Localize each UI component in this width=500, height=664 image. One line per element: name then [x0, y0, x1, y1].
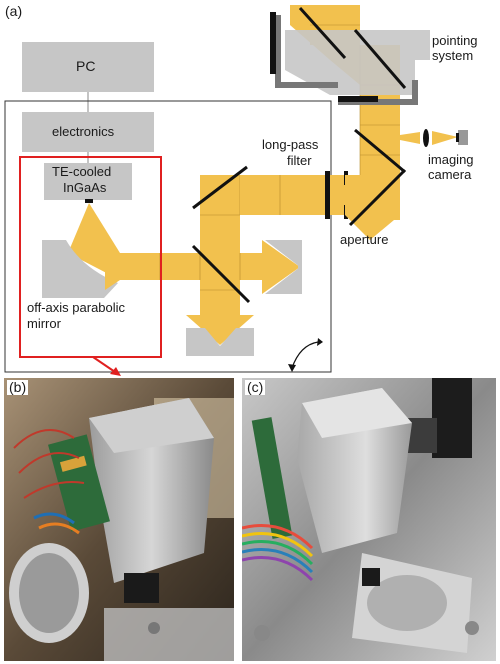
beam-bottom-fold [345, 175, 400, 240]
photo-b [4, 378, 234, 661]
detector-box [44, 163, 132, 200]
camera-label-line1: imaging [428, 152, 474, 167]
photo-b-illustration [4, 378, 234, 661]
filter-label-line1: long-pass [262, 137, 319, 152]
panel-c-label: (c) [245, 379, 266, 395]
aperture-label: aperture [340, 232, 389, 247]
beam-arrow-down [186, 315, 254, 345]
beam-after-filter [330, 175, 345, 215]
beamsplitter-mirror [191, 244, 251, 304]
pointing-label-line2: system [432, 48, 474, 63]
pointing-plate-bottom [338, 96, 378, 102]
optical-layout-diagram [4, 5, 468, 376]
pointing-label-line1: pointing [432, 33, 478, 48]
pointing-plate-top [270, 12, 276, 74]
pointing-mirror-2 [353, 29, 407, 89]
parabolic-mirror [42, 240, 118, 298]
camera-beam [400, 132, 420, 144]
long-pass-filter [325, 171, 330, 219]
pointing-housing [285, 30, 430, 95]
mirror-label-line1: off-axis parabolic [27, 300, 126, 315]
retroreflector [186, 328, 254, 356]
instrument-enclosure [4, 100, 332, 373]
camera-lens [423, 129, 429, 147]
pc-label: PC [76, 58, 96, 74]
camera-body [458, 130, 468, 145]
detector-label-line1: TE-cooled [52, 164, 112, 179]
camera-label-line2: camera [428, 167, 472, 182]
mirror-label-line2: mirror [27, 316, 61, 331]
pc-box [22, 42, 154, 92]
filter-label-line2: filter [287, 153, 312, 168]
camera-beamsplitter [354, 128, 406, 174]
photo-c-illustration [242, 378, 496, 661]
right-reflector [265, 240, 300, 294]
panel-a-label: (a) [5, 3, 23, 19]
photo-c [242, 378, 496, 661]
electronics-box [22, 112, 154, 152]
panel-b-label: (b) [7, 379, 29, 395]
rotation-arrow [291, 341, 319, 369]
camera-cone [432, 131, 458, 145]
beam-vertical [200, 175, 240, 315]
electronics-label: electronics [52, 124, 115, 139]
pointing-frame [275, 15, 338, 88]
detector-label-line2: InGaAs [63, 180, 107, 195]
fold-mirror-upper [192, 165, 248, 210]
beam-upper-horizontal [240, 175, 325, 215]
detector-sensor [85, 199, 93, 203]
fold-mirror-lower [348, 168, 407, 227]
highlight-box [19, 156, 162, 358]
pointing-mirror-1 [298, 6, 347, 60]
